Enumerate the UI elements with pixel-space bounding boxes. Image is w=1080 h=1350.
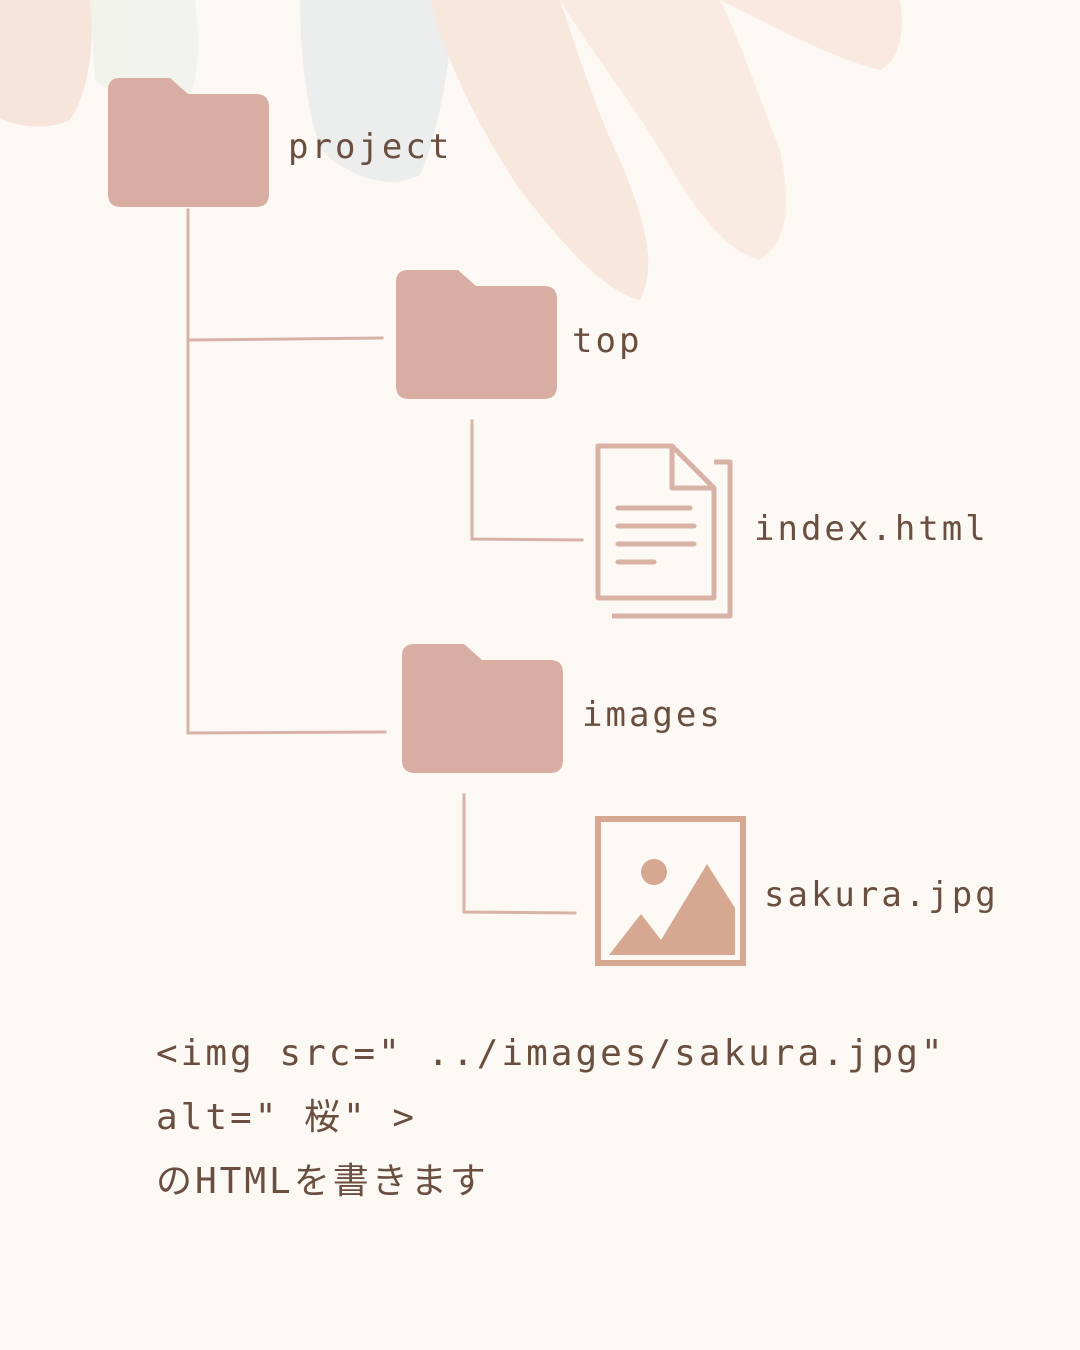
connector-project-to-top (188, 336, 384, 342)
folder-label-project: project (288, 127, 453, 167)
folder-label-top: top (572, 321, 643, 361)
code-line-alt: alt=" 桜" > (156, 1097, 418, 1138)
folder-label-images: images (582, 695, 723, 735)
image-file-icon[interactable] (595, 816, 747, 967)
document-icon[interactable] (594, 442, 734, 620)
folder-icon[interactable] (396, 270, 558, 400)
folder-icon[interactable] (108, 78, 270, 208)
connector-project-to-images (186, 208, 387, 735)
code-line-img-tag: <img src=" ../images/sakura.jpg" (156, 1033, 946, 1074)
connector-top-to-index (470, 419, 584, 542)
code-line-description: のHTMLを書きます (156, 1161, 489, 1202)
connector-images-to-sakura (462, 793, 577, 915)
file-label-index: index.html (754, 509, 989, 549)
file-label-sakura: sakura.jpg (764, 875, 999, 915)
code-caption: <img src=" ../images/sakura.jpg" alt=" 桜… (156, 1022, 946, 1214)
folder-icon[interactable] (402, 644, 564, 774)
